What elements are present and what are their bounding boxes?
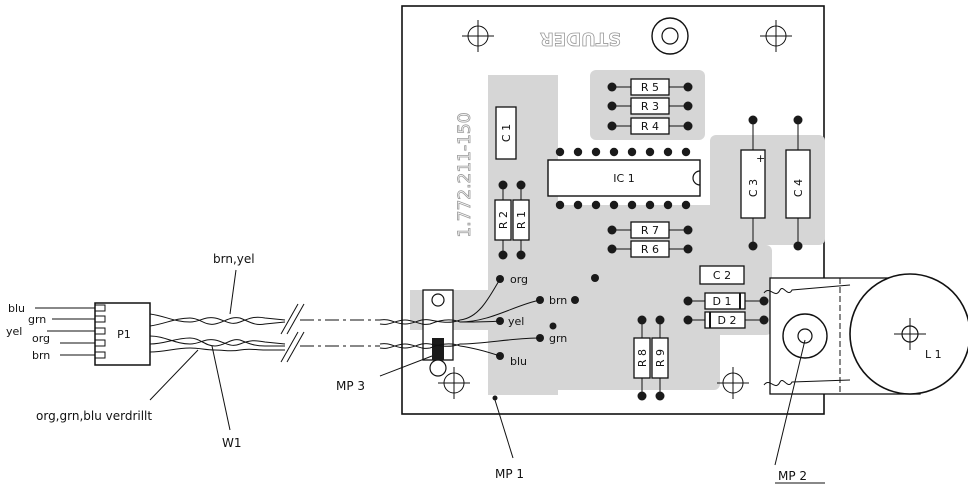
svg-text:C 3: C 3 [747, 179, 760, 197]
resistor-r5: R 5 [607, 78, 693, 96]
svg-text:org: org [510, 273, 528, 286]
resistor-r1: R 1 [512, 180, 530, 260]
mounting-hole-top-right [760, 20, 792, 52]
capacitor-c2: C 2 [699, 265, 745, 285]
cable-label-w1: W1 [222, 436, 242, 450]
resistor-r7: R 7 [607, 221, 693, 239]
misc-pads [492, 274, 599, 401]
svg-text:IC 1: IC 1 [613, 172, 634, 185]
resistor-r8: R 8 [633, 315, 651, 401]
svg-text:MP 2: MP 2 [778, 469, 807, 483]
svg-text:C 4: C 4 [792, 179, 805, 197]
diode-d1: D 1 [683, 292, 769, 310]
svg-text:P1: P1 [117, 328, 131, 341]
wire-label-yel: yel [6, 325, 22, 338]
wire-label-blu: blu [8, 302, 25, 315]
resistor-r2: R 2 [494, 180, 512, 260]
connector-p1: P1 [94, 302, 151, 366]
svg-text:C 2: C 2 [713, 269, 731, 282]
wire-label-org: org [32, 332, 50, 345]
svg-text:D 2: D 2 [718, 314, 737, 327]
svg-text:R 8: R 8 [636, 349, 649, 367]
svg-text:R 3: R 3 [641, 100, 659, 113]
capacitor-c4: C 4 [785, 115, 811, 251]
capacitor-c3: C 3 + [740, 115, 766, 251]
mounting-hole-bottom-left [438, 367, 470, 399]
svg-text:R 2: R 2 [497, 211, 510, 229]
svg-text:C 1: C 1 [500, 124, 513, 142]
twist-label-org-grn-blu: org,grn,blu verdrillt [36, 409, 152, 423]
svg-text:R 4: R 4 [641, 120, 659, 133]
resistor-r6: R 6 [607, 240, 693, 258]
pcb-board: STUDER 1.772.211-150 R 5 R 3 R 4 C 1 [401, 5, 825, 415]
svg-text:brn: brn [549, 294, 567, 307]
resistor-r4: R 4 [607, 117, 693, 135]
twist-label-brn-yel: brn,yel [213, 252, 255, 266]
svg-text:MP 3: MP 3 [336, 379, 365, 393]
measure-point-mp3: MP 3 [336, 355, 433, 393]
measure-point-mp1: MP 1 [494, 399, 524, 481]
capacitor-c1: C 1 [495, 106, 517, 160]
cable-w1: P1 blu grn yel org brn [6, 252, 541, 450]
svg-text:blu: blu [510, 355, 527, 368]
wire-label-brn: brn [32, 349, 50, 362]
resistor-r3: R 3 [607, 97, 693, 115]
silkscreen-part-number: 1.772.211-150 [455, 112, 475, 237]
svg-text:L 1: L 1 [925, 348, 942, 361]
svg-text:MP 1: MP 1 [495, 467, 524, 481]
svg-text:R 1: R 1 [515, 211, 528, 229]
svg-text:yel: yel [508, 315, 524, 328]
measure-point-mp2: MP 2 [774, 339, 825, 484]
mounting-hole-top-center [651, 17, 689, 55]
svg-text:R 7: R 7 [641, 224, 659, 237]
svg-text:R 9: R 9 [654, 349, 667, 367]
svg-text:R 6: R 6 [641, 243, 659, 256]
svg-text:grn: grn [549, 332, 567, 345]
mounting-holes [438, 17, 792, 399]
svg-text:D 1: D 1 [713, 295, 732, 308]
silkscreen-brand: STUDER [540, 28, 621, 49]
diode-d2: D 2 [683, 311, 769, 329]
wire-label-grn: grn [28, 313, 46, 326]
ic-ic1: IC 1 [547, 147, 701, 210]
polarity-mark: + [756, 152, 765, 165]
inductor-l1: L 1 [763, 273, 968, 395]
mounting-hole-top-left [462, 20, 494, 52]
mounting-hole-bottom-right [717, 367, 749, 399]
svg-text:R 5: R 5 [641, 81, 659, 94]
resistor-r9: R 9 [651, 315, 669, 401]
